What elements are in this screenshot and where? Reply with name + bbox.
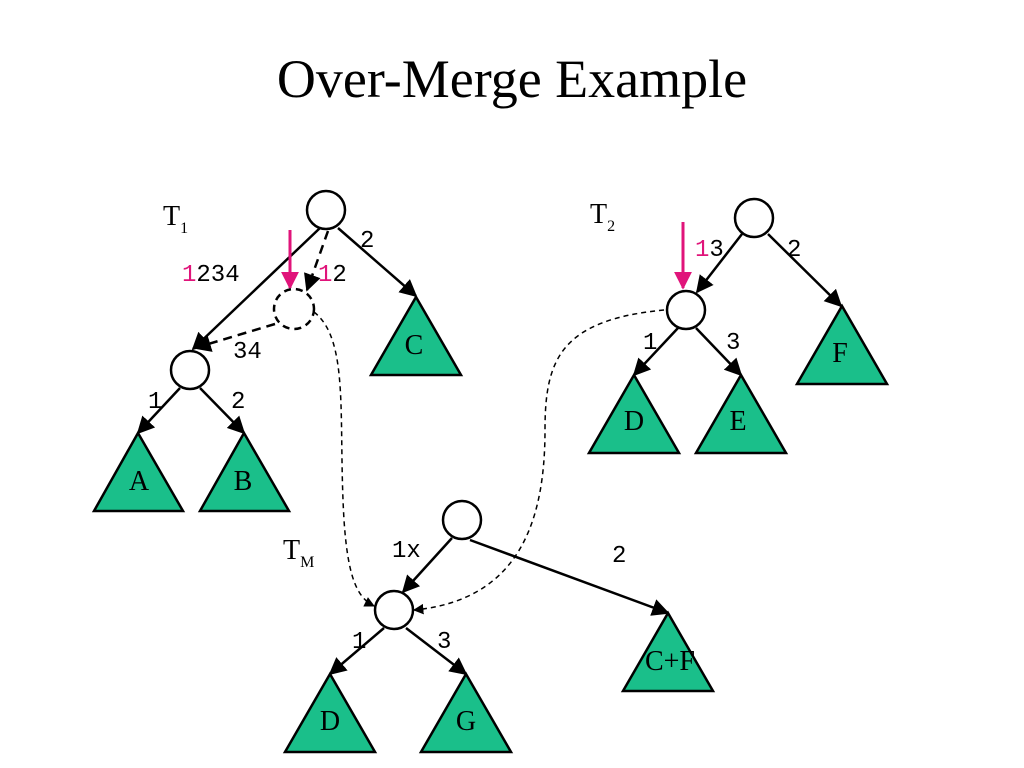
tm-right-edge-label: 2 <box>612 543 626 570</box>
tm-root-right-edge <box>469 538 670 616</box>
triangle-cf-label: C+F <box>645 646 695 677</box>
tm-sub-left-label: 1 <box>352 629 366 656</box>
triangle-d-tm <box>282 671 378 754</box>
t2-sub-right-label: 3 <box>726 330 740 357</box>
triangle-g-label: G <box>456 706 476 737</box>
triangle-cf <box>620 610 716 693</box>
triangle-e <box>693 372 789 455</box>
t2-right-edge-label: 2 <box>787 237 801 264</box>
t2-root-node <box>733 197 775 239</box>
tm-sub-right-label: 3 <box>437 629 451 656</box>
tree-label-t1: T1 <box>163 201 188 237</box>
t1-right-edge-label: 2 <box>360 228 374 255</box>
tm-root-node <box>441 499 483 541</box>
triangle-a <box>91 430 186 513</box>
tm-sub-left-edge <box>328 627 385 676</box>
triangle-d-tm-label: D <box>320 706 340 737</box>
tm-sub-right-edge <box>405 627 468 676</box>
triangle-b <box>197 430 292 513</box>
triangle-c <box>368 294 464 377</box>
triangle-b-label: B <box>234 466 253 497</box>
t2-sub-right-edge <box>695 327 743 377</box>
t1-root-left-edge <box>191 227 321 351</box>
tree-label-t2: T2 <box>590 199 615 235</box>
triangle-d-t2-label: D <box>624 406 644 437</box>
merge-curve-t1 <box>313 311 375 607</box>
t1-dashed-lower-label: 34 <box>233 339 262 366</box>
t2-root-right-edge <box>767 233 843 308</box>
triangle-g <box>418 671 514 754</box>
t1-sub-left-label: 1 <box>148 389 162 416</box>
tm-sub-node <box>373 589 415 631</box>
t1-left-edge-label: 1234 <box>182 262 240 289</box>
triangle-d-t2 <box>586 372 682 455</box>
t1-sub-right-edge <box>199 387 246 435</box>
t2-sub-node <box>665 289 707 331</box>
tree-label-tm: TM <box>283 535 314 571</box>
t1-root-right-edge <box>337 227 418 298</box>
t1-sub-right-label: 2 <box>231 389 245 416</box>
t2-left-edge-label: 13 <box>695 237 724 264</box>
t2-root-left-edge <box>695 233 743 294</box>
t1-sub-node <box>169 349 211 391</box>
tm-left-edge-label: 1x <box>392 538 421 565</box>
t2-sub-left-label: 1 <box>643 330 657 357</box>
triangle-e-label: E <box>729 406 746 437</box>
triangle-f-label: F <box>832 338 848 369</box>
t1-dashed-edge-upper <box>304 230 330 292</box>
t1-root-node <box>305 189 347 231</box>
slide-title: Over-Merge Example <box>276 49 748 109</box>
triangle-a-label: A <box>129 466 150 497</box>
t1-dashed-node <box>272 287 316 331</box>
triangle-f <box>794 303 890 386</box>
tm-root-left-edge <box>401 537 453 594</box>
t1-sub-left-edge <box>136 387 181 435</box>
triangle-c-label: C <box>405 330 424 361</box>
t1-dashed-edge-label: 12 <box>318 262 347 289</box>
t2-sub-left-edge <box>632 327 679 377</box>
